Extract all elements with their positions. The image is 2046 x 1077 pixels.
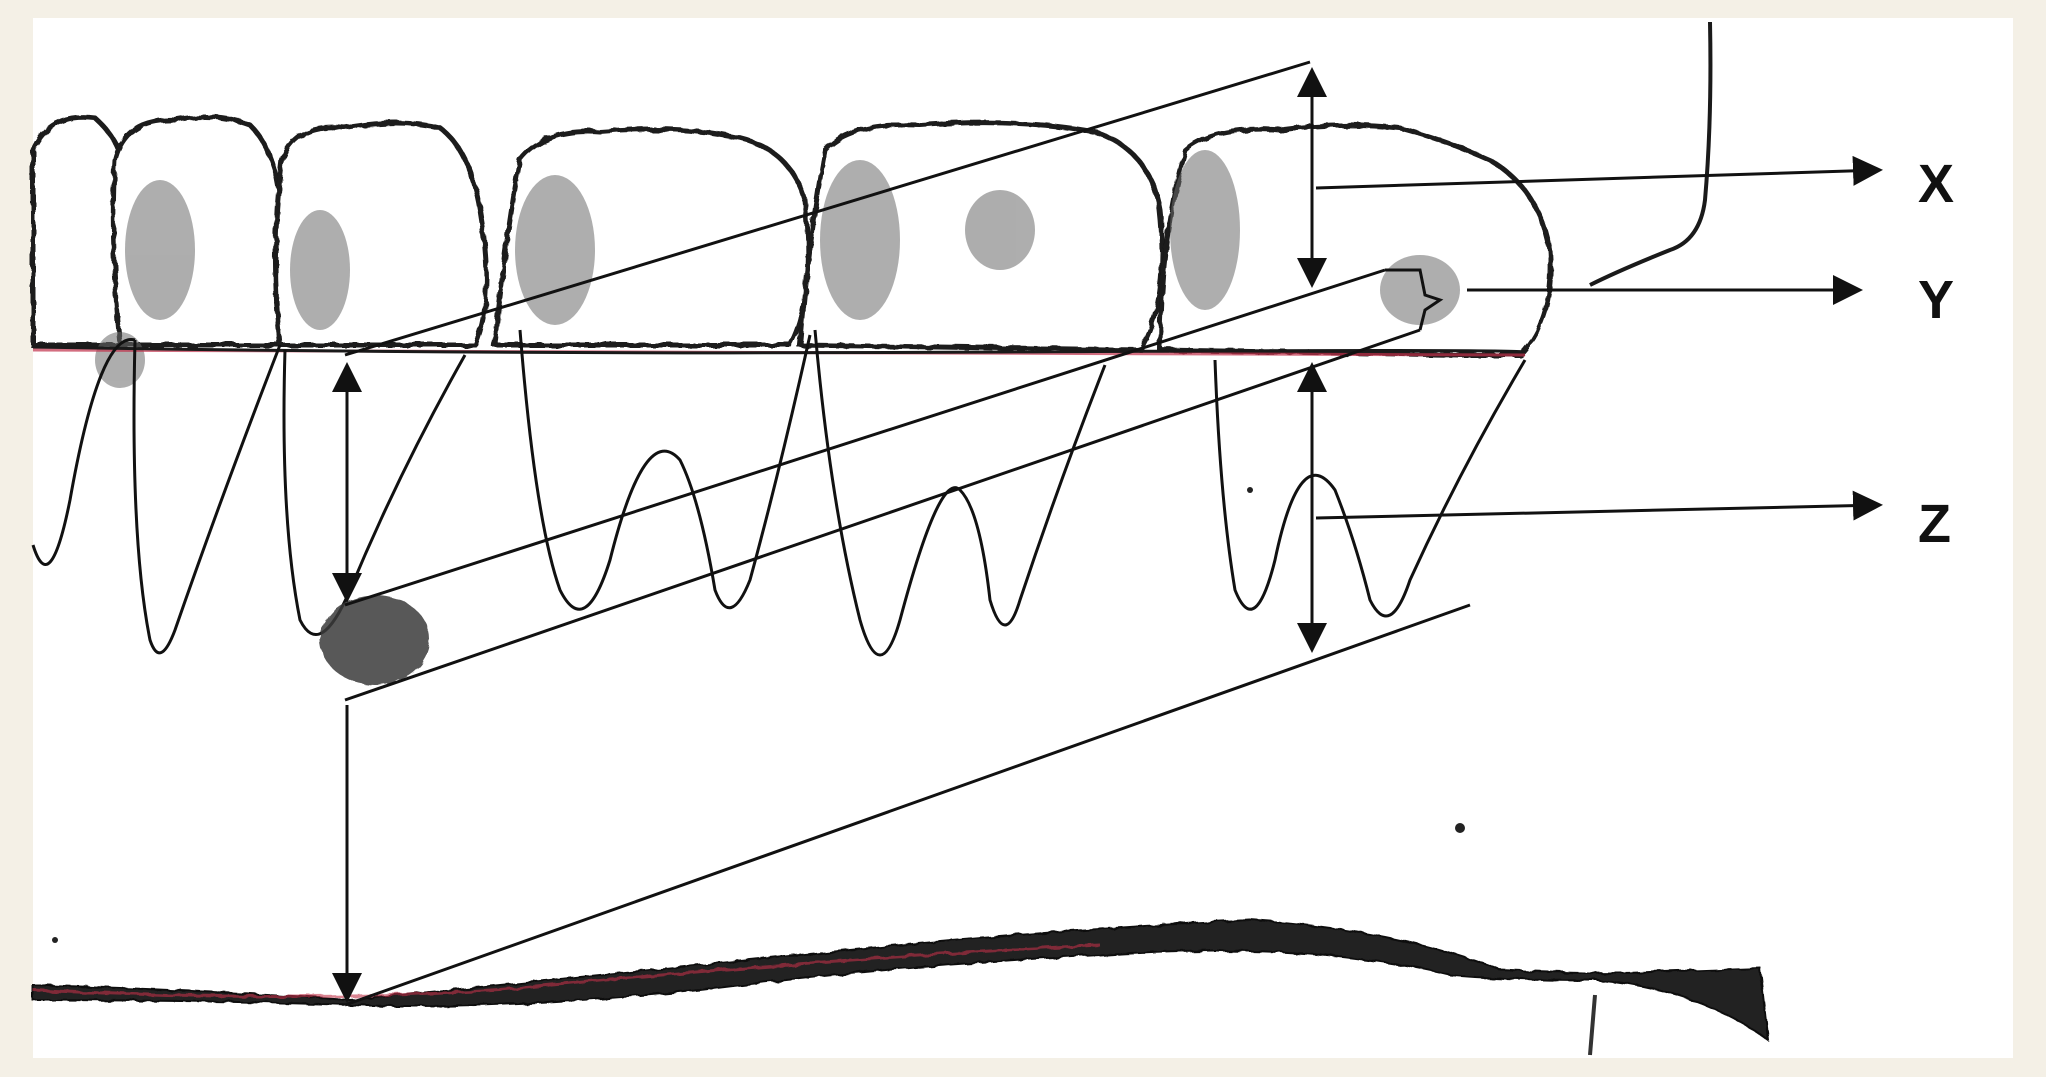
root-3 — [284, 350, 465, 635]
mandible-border — [33, 920, 1768, 1040]
tooth-roots — [33, 330, 1525, 655]
label-z: Z — [1918, 494, 1951, 554]
label-y: Y — [1918, 270, 1954, 330]
root-6 — [1215, 360, 1525, 616]
ramus-outline — [1590, 22, 1710, 285]
leader-z — [1316, 505, 1880, 518]
periapical-lesion — [320, 595, 430, 685]
root-2 — [134, 340, 280, 653]
label-x: X — [1918, 154, 1954, 214]
root-5 — [815, 330, 1105, 655]
tooth-crowns — [33, 117, 1551, 355]
